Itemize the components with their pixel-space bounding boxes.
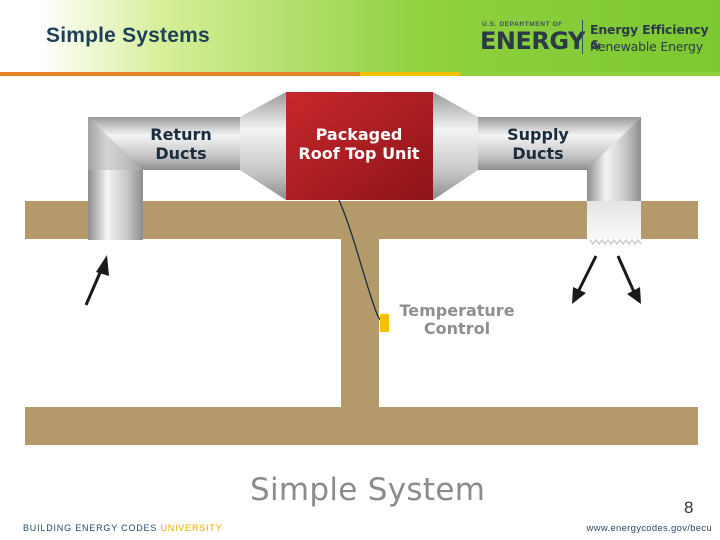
return-air-arrow-icon (84, 255, 109, 306)
return-ducts-label-2: Ducts (155, 144, 206, 163)
footer-brand-accent: UNIVERSITY (160, 523, 223, 533)
header-stripe-green (460, 72, 720, 76)
supply-ducts-label-2: Ducts (512, 144, 563, 163)
logo-divider (582, 20, 583, 54)
header-banner: Simple Systems U.S. DEPARTMENT OF ENERGY… (0, 0, 720, 74)
footer-brand: BUILDING ENERGY CODES UNIVERSITY (23, 523, 223, 533)
return-ducts-label-1: Return (150, 125, 212, 144)
supply-air-arrow-left-icon (572, 255, 598, 304)
floor-beam (25, 407, 698, 445)
supply-duct (433, 92, 642, 246)
supply-ducts-label-1: Supply (507, 125, 569, 144)
return-duct (88, 92, 286, 240)
doe-logo-small-text: U.S. DEPARTMENT OF (482, 21, 563, 28)
temperature-control-label-2: Control (424, 319, 490, 338)
slide-title: Simple Systems (46, 24, 210, 47)
footer-url[interactable]: www.energycodes.gov/becu (586, 523, 712, 534)
doe-logo-text: ENERGY (480, 27, 585, 55)
supply-air-arrow-right-icon (616, 255, 641, 304)
diagram-caption: Simple System (250, 472, 486, 508)
wall-post (341, 239, 379, 407)
page-number: 8 (684, 498, 694, 517)
header-stripe-orange (0, 72, 360, 76)
footer-brand-main: BUILDING ENERGY CODES (23, 523, 158, 533)
unit-label-1: Packaged (316, 125, 403, 144)
eere-logo-line-2: Renewable Energy (590, 39, 703, 54)
thermostat-wire (338, 199, 383, 323)
header-stripe-yellow (360, 72, 460, 76)
temperature-control-label-1: Temperature (399, 301, 514, 320)
unit-label-2: Roof Top Unit (298, 144, 420, 163)
hvac-diagram: Return Ducts Packaged Roof Top Unit Supp… (25, 92, 698, 445)
thermostat-icon (380, 314, 389, 332)
roof-top-unit (286, 92, 433, 200)
eere-logo-line-1: Energy Efficiency & (590, 22, 709, 52)
